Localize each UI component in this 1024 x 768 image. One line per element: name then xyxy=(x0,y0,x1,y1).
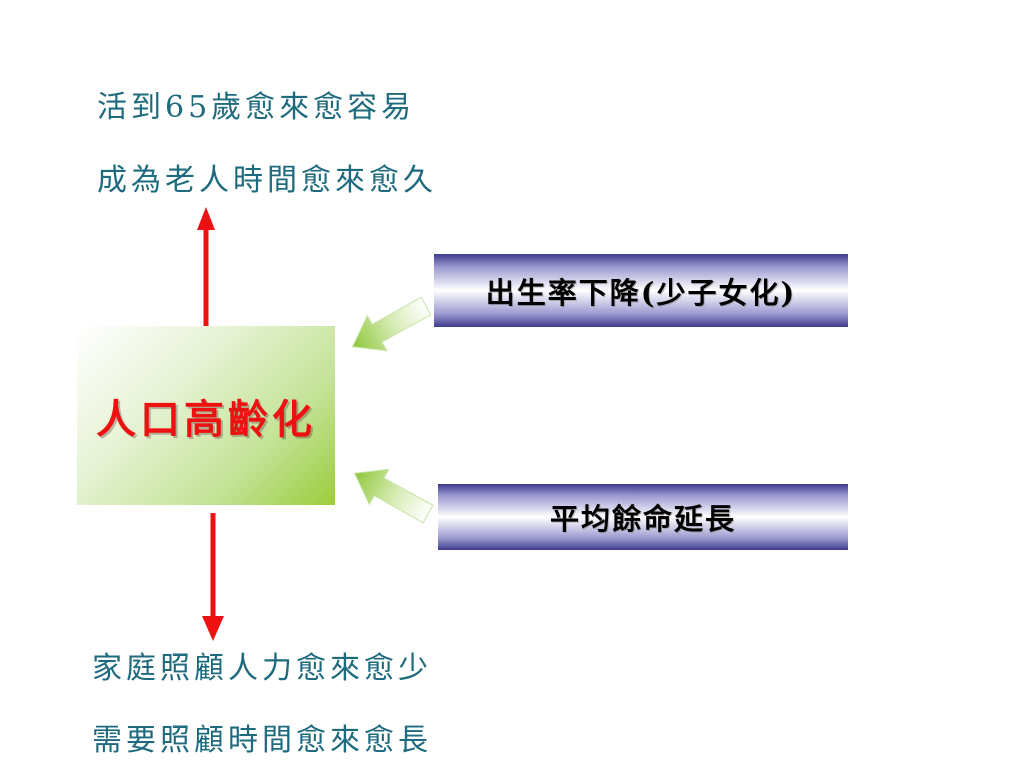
bottom-effect-text-1: 家庭照顧人力愈來愈少 xyxy=(92,651,432,686)
top-effect-text-2: 成為老人時間愈來愈久 xyxy=(97,163,437,198)
top-effect-text-1: 活到65歲愈來愈容易 xyxy=(97,90,416,125)
down-arrow-icon xyxy=(202,513,224,641)
left-block-arrow-icon-2 xyxy=(353,468,434,524)
left-block-arrow-icon-1 xyxy=(351,296,432,352)
center-concept-box: 人口高齡化 xyxy=(77,326,335,505)
up-arrow-icon xyxy=(197,207,215,327)
cause-box-2: 平均餘命延長 xyxy=(438,484,848,550)
cause-box-1: 出生率下降(少子女化) xyxy=(434,254,848,327)
bottom-effect-text-2: 需要照顧時間愈來愈長 xyxy=(92,723,432,758)
center-concept-label: 人口高齡化 xyxy=(96,395,316,443)
